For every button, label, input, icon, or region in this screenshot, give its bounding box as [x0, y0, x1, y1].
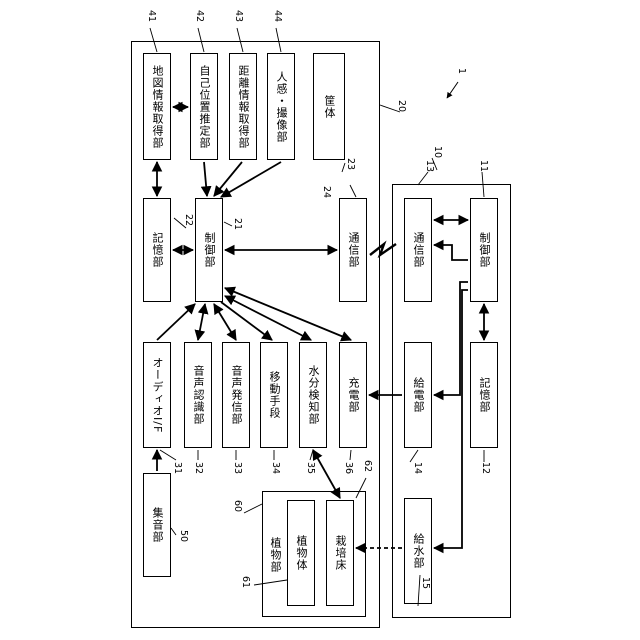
arrow-42-21: [204, 162, 207, 196]
ref-22: 22: [183, 214, 194, 226]
arrow-32-21: [198, 304, 205, 340]
arrow-33-21: [214, 304, 236, 340]
arrow-43-21: [214, 162, 242, 196]
ref-13: 13: [424, 160, 435, 172]
ref-41: 41: [146, 10, 157, 22]
ref-61: 61: [240, 576, 251, 588]
ref-32: 32: [193, 462, 204, 474]
arrow-31-21: [157, 304, 195, 340]
ref-23: 23: [345, 158, 356, 170]
ref-24: 24: [321, 186, 332, 198]
ref-42: 42: [194, 10, 205, 22]
arrow-44-21: [221, 162, 281, 197]
ref-35: 35: [305, 462, 316, 474]
ref-44: 44: [272, 10, 283, 22]
ref-60: 60: [232, 500, 243, 512]
ref-20: 20: [396, 100, 407, 112]
ref-50: 50: [178, 530, 189, 542]
ref-31: 31: [172, 462, 183, 474]
wireless-link-icon: [370, 244, 396, 255]
arrow-11-15: [434, 290, 468, 548]
ref-10: 10: [432, 146, 443, 158]
ref-62: 62: [362, 460, 373, 472]
ref-14: 14: [412, 462, 423, 474]
arrow-35-62: [313, 450, 340, 498]
ref-33: 33: [232, 462, 243, 474]
arrow-36-21: [225, 288, 351, 340]
ref-12: 12: [480, 462, 491, 474]
ref-21: 21: [232, 218, 243, 230]
arrow-11-13-lower: [434, 245, 468, 260]
ref-36: 36: [343, 462, 354, 474]
ref-1: 1: [456, 68, 467, 74]
ref-43: 43: [233, 10, 244, 22]
ref-15: 15: [420, 577, 431, 589]
ref-34: 34: [270, 462, 281, 474]
ref-11: 11: [478, 160, 489, 172]
